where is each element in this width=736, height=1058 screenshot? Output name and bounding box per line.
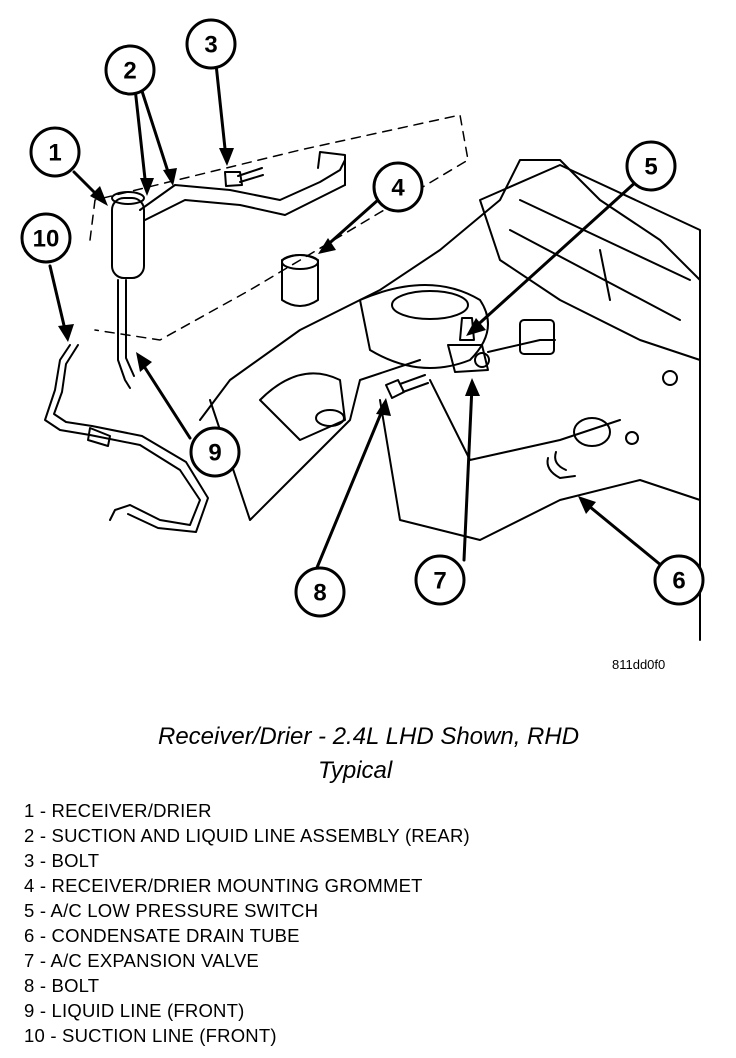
receiver-drier-top xyxy=(111,191,145,205)
firewall-fastener xyxy=(625,431,639,445)
strut-mount xyxy=(391,290,469,320)
legend-num: 8 xyxy=(24,975,35,996)
valve-tube xyxy=(487,339,556,353)
callout-8: 8 xyxy=(313,580,326,607)
suction-line-coupling xyxy=(87,427,111,447)
legend-item: 8 - BOLT xyxy=(24,975,100,996)
legend-text: A/C EXPANSION VALVE xyxy=(50,950,259,971)
callout-6-circle xyxy=(653,554,705,606)
legend-text: RECEIVER/DRIER xyxy=(51,800,212,821)
legend-num: 7 xyxy=(24,950,35,971)
legend-text: SUCTION LINE (FRONT) xyxy=(62,1025,277,1046)
bolt-8 xyxy=(385,374,429,399)
cowl-panel xyxy=(479,164,701,361)
component-diagram: 1 2 3 4 5 6 7 8 9 10 xyxy=(20,18,705,641)
expansion-valve xyxy=(447,344,489,373)
callout-8-circle xyxy=(294,566,346,618)
legend-num: 2 xyxy=(24,825,35,846)
legend-item: 2 - SUCTION AND LIQUID LINE ASSEMBLY (RE… xyxy=(24,825,470,846)
lower-structure xyxy=(379,399,701,541)
grommet xyxy=(281,254,319,307)
receiver-drier-canister xyxy=(111,197,145,279)
callout-7-circle xyxy=(414,554,466,606)
legend-num: 10 xyxy=(24,1025,45,1046)
strut-tower xyxy=(359,284,489,369)
legend-num: 3 xyxy=(24,850,35,871)
legend-text: BOLT xyxy=(51,850,100,871)
bolt-top xyxy=(224,167,264,187)
callout-2: 2 xyxy=(123,58,136,85)
legend-num: 6 xyxy=(24,925,35,946)
callouts xyxy=(20,18,705,618)
low-pressure-switch xyxy=(459,317,475,341)
legend-item: 1 - RECEIVER/DRIER xyxy=(24,800,212,821)
wheelhouse-arc xyxy=(259,372,346,441)
callout-3: 3 xyxy=(204,32,217,59)
legend-text: RECEIVER/DRIER MOUNTING GROMMET xyxy=(51,875,423,896)
callout-10: 10 xyxy=(33,226,60,253)
callout-6: 6 xyxy=(672,568,685,595)
cowl-detail xyxy=(509,199,691,321)
caption-line-1: Receiver/Drier - 2.4L LHD Shown, RHD xyxy=(158,723,580,750)
arrow-heads xyxy=(58,148,596,514)
fender-panel xyxy=(209,359,421,521)
phantom-outline xyxy=(89,114,469,341)
cowl-fastener xyxy=(662,370,678,386)
callout-3-circle xyxy=(185,18,237,70)
callout-1-circle xyxy=(29,126,81,178)
callout-4-circle xyxy=(372,161,424,213)
callout-5-circle xyxy=(625,140,677,192)
legend-text: LIQUID LINE (FRONT) xyxy=(51,1000,245,1021)
legend-item: 4 - RECEIVER/DRIER MOUNTING GROMMET xyxy=(24,875,423,896)
legend-num: 9 xyxy=(24,1000,35,1021)
inner-fender xyxy=(199,159,701,641)
legend-text: BOLT xyxy=(51,975,100,996)
legend-text: A/C LOW PRESSURE SWITCH xyxy=(50,900,319,921)
legend-list: 1 - RECEIVER/DRIER 2 - SUCTION AND LIQUI… xyxy=(24,798,470,1048)
callout-9-circle xyxy=(189,426,241,478)
liquid-line-front xyxy=(117,279,131,389)
callout-5: 5 xyxy=(644,154,657,181)
callout-10-circle xyxy=(20,212,72,264)
callout-9: 9 xyxy=(208,440,221,467)
legend-text: SUCTION AND LIQUID LINE ASSEMBLY (REAR) xyxy=(51,825,470,846)
legend-num: 1 xyxy=(24,800,35,821)
legend-item: 7 - A/C EXPANSION VALVE xyxy=(24,950,259,971)
wheelhouse-hole xyxy=(315,409,345,427)
legend-num: 4 xyxy=(24,875,35,896)
callout-1: 1 xyxy=(48,140,61,167)
firewall-fitting xyxy=(519,319,555,355)
legend-item: 10 - SUCTION LINE (FRONT) xyxy=(24,1025,277,1046)
legend-text: CONDENSATE DRAIN TUBE xyxy=(51,925,300,946)
rear-line-assembly xyxy=(139,159,346,211)
legend-item: 3 - BOLT xyxy=(24,850,100,871)
firewall-hole xyxy=(573,417,611,447)
leader-lines xyxy=(48,62,664,572)
legend-item: 6 - CONDENSATE DRAIN TUBE xyxy=(24,925,300,946)
callout-7: 7 xyxy=(433,568,446,595)
callout-2-circle xyxy=(104,44,156,96)
suction-line-front xyxy=(44,344,201,526)
caption-line-2: Typical xyxy=(318,757,393,784)
callout-4: 4 xyxy=(391,175,405,202)
legend-num: 5 xyxy=(24,900,35,921)
legend-item: 9 - LIQUID LINE (FRONT) xyxy=(24,1000,245,1021)
legend-item: 5 - A/C LOW PRESSURE SWITCH xyxy=(24,900,319,921)
rear-line-bracket xyxy=(317,151,346,186)
drain-tube xyxy=(546,451,576,479)
lower-structure-2 xyxy=(429,379,621,461)
figure-code: 811dd0f0 xyxy=(612,657,666,672)
rear-line-assembly-2 xyxy=(144,184,346,221)
